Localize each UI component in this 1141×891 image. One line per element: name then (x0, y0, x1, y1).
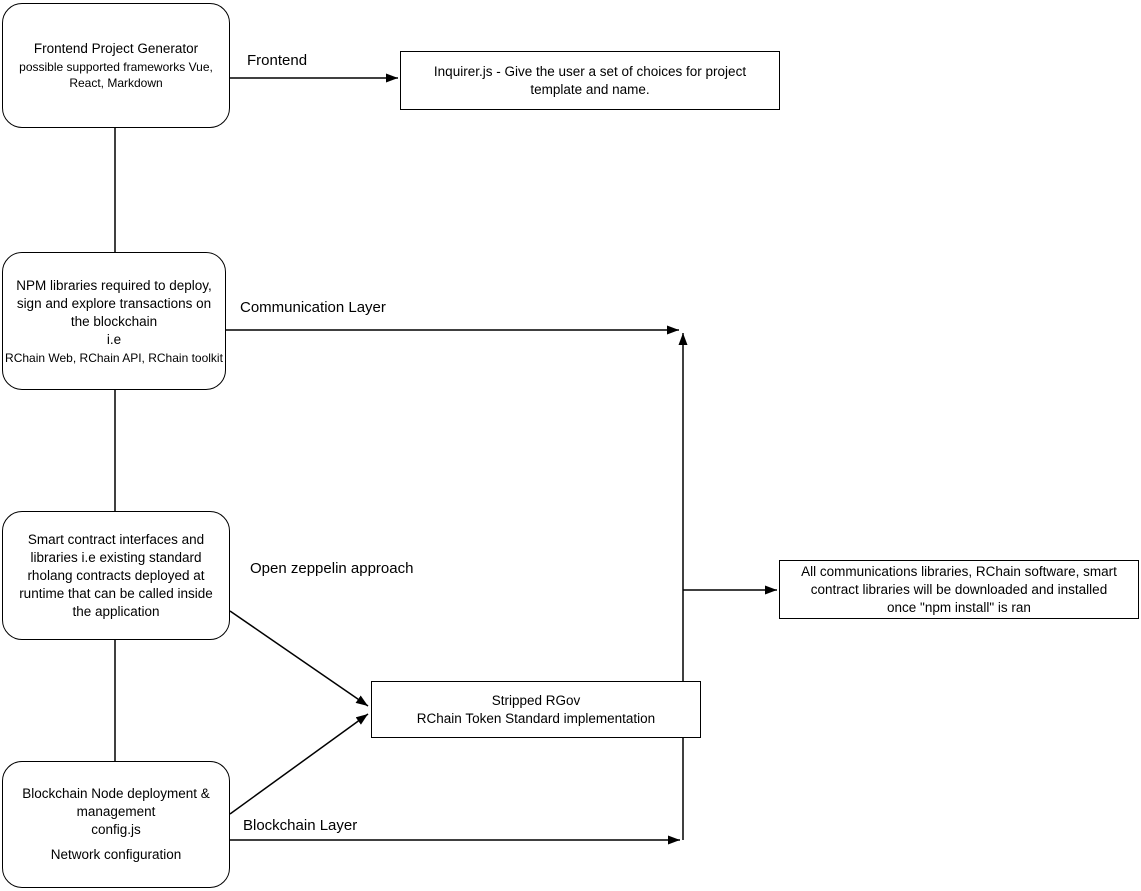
node-smart-contract-interfaces: Smart contract interfaces and libraries … (2, 511, 230, 640)
node-npm-libraries: NPM libraries required to deploy, sign a… (2, 252, 226, 390)
node-frontend-project-generator: Frontend Project Generator possible supp… (2, 3, 230, 128)
edge-label-open-zeppelin: Open zeppelin approach (250, 560, 414, 578)
node-subtext: RChain Web, RChain API, RChain toolkit (5, 350, 223, 365)
node-title: Frontend Project Generator (33, 41, 199, 56)
edge-label-frontend: Frontend (247, 52, 308, 70)
node-subtext: Network configuration (50, 847, 182, 862)
node-text: Inquirer.js - Give the user a set of cho… (433, 63, 747, 97)
edge-label-communication-layer: Communication Layer (240, 299, 386, 317)
node-stripped-rgov: Stripped RGov RChain Token Standard impl… (371, 681, 701, 738)
connector-open-zeppelin-arrow (229, 610, 369, 707)
node-text: Blockchain Node deployment & management … (22, 786, 210, 837)
node-subtitle: possible supported frameworks Vue, React… (19, 60, 213, 90)
edge-label-blockchain-layer: Blockchain Layer (243, 817, 358, 835)
node-text: NPM libraries required to deploy, sign a… (16, 277, 212, 347)
node-inquirer-js: Inquirer.js - Give the user a set of cho… (400, 51, 780, 110)
node-npm-install-result: All communications libraries, RChain sof… (779, 560, 1139, 619)
connector-node-to-rgov-arrow (229, 713, 369, 815)
node-text: All communications libraries, RChain sof… (801, 563, 1117, 615)
node-blockchain-node-deployment: Blockchain Node deployment & management … (2, 761, 230, 888)
node-text: Stripped RGov RChain Token Standard impl… (416, 692, 656, 726)
node-text: Smart contract interfaces and libraries … (19, 531, 213, 619)
